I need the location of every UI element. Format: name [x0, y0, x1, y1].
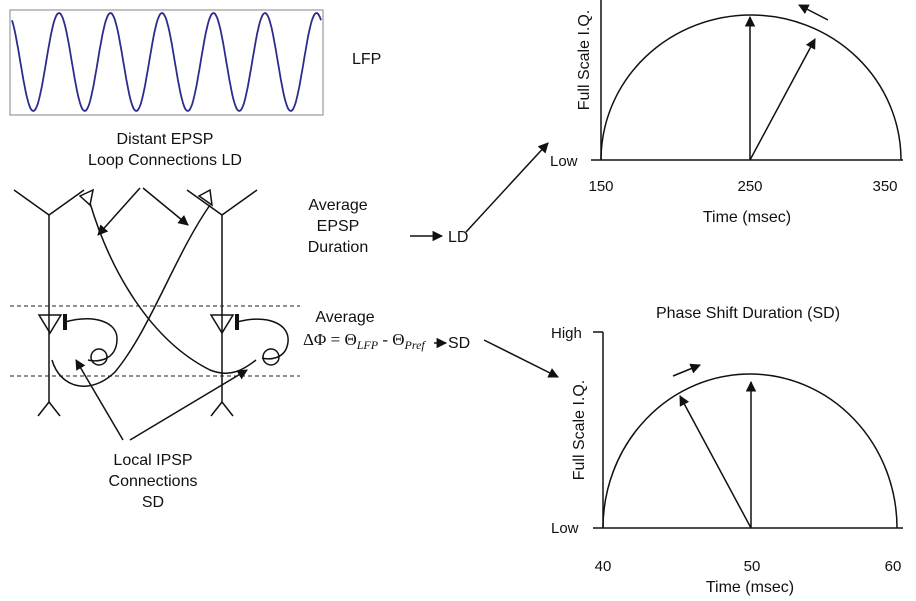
top-x-label: Time (msec) [703, 209, 791, 226]
avg-epsp-label-3: Duration [308, 239, 368, 256]
bottom-x-label: Time (msec) [706, 579, 794, 596]
right-top-terminal [197, 188, 213, 207]
bottom-semicircle [602, 373, 898, 529]
arrow-ld-to-top-plot [465, 142, 549, 233]
lfp-label: LFP [352, 51, 381, 68]
left-foot-b [48, 401, 61, 417]
lfp-sine-wave [11, 12, 322, 112]
bottom-y-label: Full Scale I.Q. [571, 380, 588, 480]
eq-sub-pref: Pref [404, 338, 427, 352]
right-foot-b [221, 401, 234, 417]
bottom-tick-50: 50 [744, 558, 761, 575]
avg-epsp-label-2: EPSP [317, 218, 360, 235]
phase-equation: ΔΦ = ΘLFP - ΘPref [303, 330, 426, 352]
local-ipsp-label: Local IPSP [113, 452, 192, 469]
top-y-label: Full Scale I.Q. [576, 10, 593, 110]
left-dendrite-a [13, 189, 50, 216]
neural-circuit [10, 187, 300, 441]
avg-epsp-label-1: Average [308, 197, 367, 214]
top-tick-350: 350 [872, 178, 897, 195]
right-dendrite-a [186, 189, 223, 216]
left-top-terminal [78, 188, 95, 207]
arrow-distant-right [142, 187, 189, 226]
bottom-low-label: Low [551, 520, 579, 537]
eq-lhs: ΔΦ = Θ [303, 330, 357, 349]
connections-label: Connections [109, 473, 198, 490]
arrow-sd-to-bottom-plot [483, 339, 559, 378]
eq-mid: - Θ [378, 330, 404, 349]
top-low-label: Low [550, 153, 578, 170]
arrow-distant-left [97, 187, 141, 236]
bottom-tick-60: 60 [885, 558, 902, 575]
left-dendrite-b [48, 189, 85, 216]
right-foot-a [210, 401, 223, 417]
bottom-plot-title: Phase Shift Duration (SD) [656, 305, 840, 322]
sd-label-local: SD [142, 494, 164, 511]
loop-connections-label: Loop Connections LD [88, 152, 242, 169]
right-soma [209, 314, 235, 335]
sd-label: SD [448, 335, 470, 352]
bottom-diagonal-arrow [679, 395, 752, 529]
right-interneuron [262, 348, 280, 366]
arrow-local-right [129, 369, 248, 441]
cross-connection-b [51, 204, 211, 387]
left-interneuron [90, 348, 108, 366]
eq-sub-lfp: LFP [356, 338, 379, 352]
distant-epsp-label: Distant EPSP [117, 131, 214, 148]
top-diagonal-arrow [749, 38, 816, 161]
left-foot-a [37, 401, 50, 417]
left-local-loop [64, 318, 118, 362]
bottom-plot: Phase Shift Duration (SD) Full Scale I.Q… [551, 305, 903, 596]
top-tick-250: 250 [737, 178, 762, 195]
top-semicircle [600, 14, 902, 161]
average-label: Average [315, 309, 374, 326]
lfp-panel: LFP [9, 9, 381, 116]
bottom-tick-40: 40 [595, 558, 612, 575]
top-plot: Full Scale I.Q. Low 150 250 350 Time (ms… [550, 0, 903, 226]
ld-label: LD [448, 229, 468, 246]
right-dendrite-b [221, 189, 258, 216]
top-direction-arrow [798, 4, 829, 21]
right-local-loop [236, 318, 289, 360]
lfp-frame [9, 9, 324, 116]
bottom-high-label: High [551, 325, 582, 342]
bottom-direction-arrow [672, 363, 701, 377]
left-soma [37, 314, 63, 335]
top-tick-150: 150 [588, 178, 613, 195]
arrow-local-left [75, 359, 124, 441]
